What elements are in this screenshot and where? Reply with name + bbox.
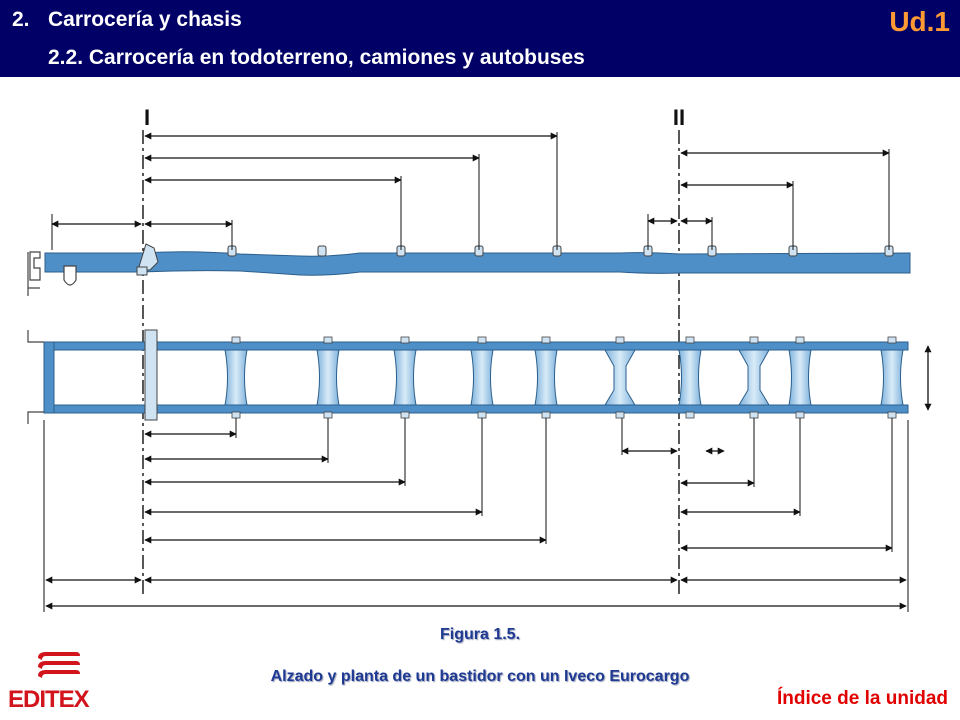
section-number: 2. [12,8,30,31]
dimension-lines [43,132,932,612]
front-crossmember [43,341,55,414]
crossmember-bolt-top-7 [685,336,695,344]
crossmember-bolt-bottom-7 [685,411,695,419]
crossmember-2 [316,349,340,406]
slide-header: 2. Carrocería y chasis 2.2. Carrocería e… [0,0,960,77]
plan-view [27,329,909,424]
front-bracket [136,266,148,276]
figure-description: Alzado y planta de un bastidor con un Iv… [270,668,690,685]
crossmember-bolt-top-3 [400,336,410,344]
crossmember-bolt-bottom-1 [231,411,241,419]
logo-text: EDITEX [8,686,90,713]
crossmember-bolt-top-2 [323,336,333,344]
chassis-diagram: I II [27,105,932,612]
front-spring-hanger [137,243,159,271]
crossmember-bolt-bottom-6 [615,411,625,419]
subsection-title: 2.2. Carrocería en todoterreno, camiones… [48,46,585,69]
crossmember-bolt-top-6 [615,336,625,344]
crossmember-bolt-top-8 [749,336,759,344]
crossmember-bolt-top-4 [477,336,487,344]
elevation-mount-2 [317,245,327,257]
figure-label: Figura 1.5. [439,626,521,643]
crossmember-bolt-top-1 [231,336,241,344]
crossmember-6 [604,349,636,406]
front-end-brackets [27,330,44,424]
plan-front-hanger [144,329,158,421]
crossmember-1 [224,349,248,406]
elevation-view [27,243,911,296]
crossmember-bolt-bottom-10 [887,411,897,419]
axis-label-group: I II [144,105,685,130]
crossmember-4 [470,349,494,406]
elevation-side-member [44,251,911,276]
tow-hook [63,265,77,286]
crossmember-7 [678,349,702,406]
axis-label-ii: II [673,105,685,130]
crossmember-bolt-top-9 [795,336,805,344]
unit-label: Ud.1 [889,6,950,37]
crossmember-5 [534,349,558,406]
crossmember-bolt-bottom-9 [795,411,805,419]
crossmember-3 [393,349,417,406]
crossmember-bolt-top-10 [887,336,897,344]
plan-rail-bottom [43,404,909,414]
front-bumper-lip [27,252,40,296]
crossmember-9 [788,349,812,406]
front-bumper-bracket [29,251,41,281]
crossmember-bolt-bottom-8 [749,411,759,419]
crossmember-bolt-bottom-5 [541,411,551,419]
plan-rail-top [43,341,909,351]
editex-logo: EDITEX [8,648,108,714]
crossmember-8 [738,349,770,406]
crossmember-bolt-bottom-2 [323,411,333,419]
unit-index-link[interactable]: Índice de la unidad [776,688,948,709]
crossmember-bolt-bottom-4 [477,411,487,419]
axis-label-i: I [144,105,150,130]
crossmember-bolt-bottom-3 [400,411,410,419]
section-title: Carrocería y chasis [48,8,242,31]
crossmember-10 [880,349,904,406]
axis-lines [142,130,680,598]
editex-mark-icon [38,652,80,678]
crossmember-bolt-top-5 [541,336,551,344]
